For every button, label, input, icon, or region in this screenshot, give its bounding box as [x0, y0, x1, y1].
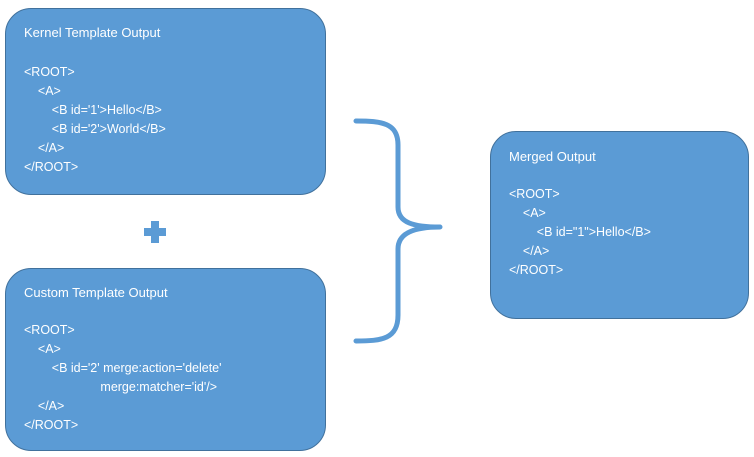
- code-line: <ROOT>: [509, 187, 560, 201]
- code-line: <B id='1'>Hello</B>: [24, 103, 162, 117]
- merged-output-box: Merged Output <ROOT> <A> <B id="1">Hello…: [490, 131, 749, 319]
- code-line: <A>: [509, 206, 546, 220]
- code-line: <B id='2'>World</B>: [24, 122, 166, 136]
- code-line: </A>: [24, 141, 65, 155]
- code-line: <B id="1">Hello</B>: [509, 225, 651, 239]
- custom-template-output-box: Custom Template Output <ROOT> <A> <B id=…: [5, 268, 326, 451]
- code-line: </ROOT>: [24, 418, 79, 432]
- plus-icon: [144, 221, 166, 243]
- code-line: </A>: [24, 399, 65, 413]
- code-line: <ROOT>: [24, 323, 75, 337]
- right-curly-brace: [353, 118, 443, 344]
- kernel-template-output-box: Kernel Template Output <ROOT> <A> <B id=…: [5, 8, 326, 195]
- kernel-code-block: <ROOT> <A> <B id='1'>Hello</B> <B id='2'…: [24, 63, 166, 177]
- code-line: <A>: [24, 342, 61, 356]
- custom-box-title: Custom Template Output: [24, 285, 168, 300]
- kernel-box-title: Kernel Template Output: [24, 25, 161, 40]
- merged-code-block: <ROOT> <A> <B id="1">Hello</B> </A> </RO…: [509, 185, 651, 280]
- code-line: <ROOT>: [24, 65, 75, 79]
- code-line: </ROOT>: [509, 263, 564, 277]
- code-line: </ROOT>: [24, 160, 79, 174]
- merged-box-title: Merged Output: [509, 149, 596, 164]
- code-line: merge:matcher='id'/>: [24, 380, 218, 394]
- code-line: <B id='2' merge:action='delete': [24, 361, 222, 375]
- code-line: </A>: [509, 244, 550, 258]
- custom-code-block: <ROOT> <A> <B id='2' merge:action='delet…: [24, 321, 222, 435]
- code-line: <A>: [24, 84, 61, 98]
